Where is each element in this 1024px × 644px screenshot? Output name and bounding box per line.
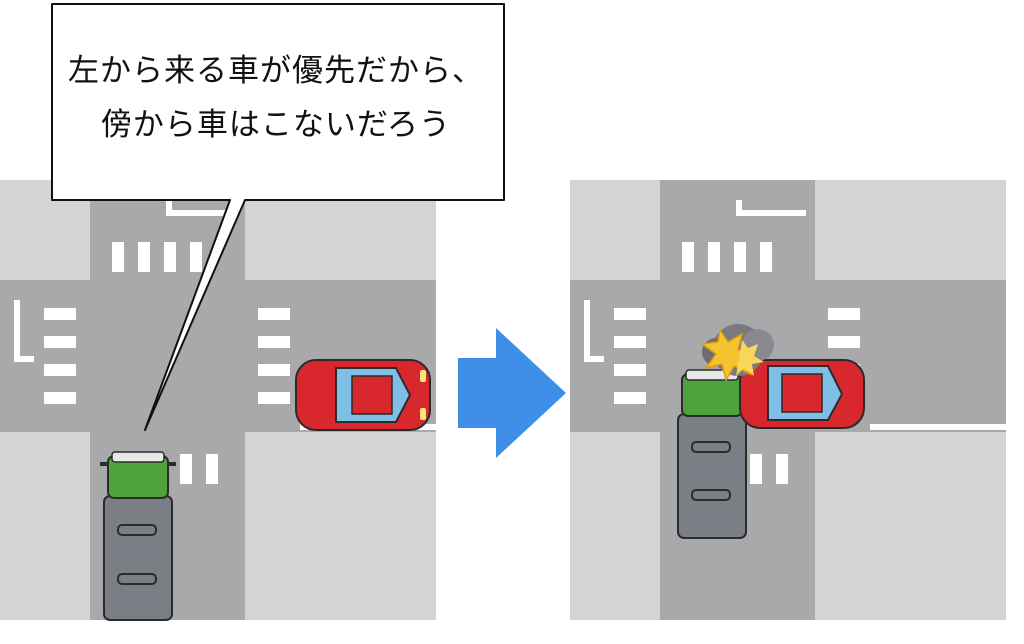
right-arrow-icon — [458, 328, 566, 458]
speech-line-2: 傍から車はこないだろう — [100, 107, 452, 143]
green-truck-icon — [677, 369, 747, 539]
red-car-icon — [739, 359, 865, 429]
red-car-icon — [295, 359, 431, 431]
speech-text: 左から来る車が優先だから、 傍から車はこないだろう — [52, 44, 500, 152]
explosion-icon — [700, 324, 774, 382]
green-truck-icon — [100, 451, 176, 621]
speech-bubble — [51, 3, 505, 431]
speech-line-1: 左から来る車が優先だから、 — [68, 53, 484, 89]
